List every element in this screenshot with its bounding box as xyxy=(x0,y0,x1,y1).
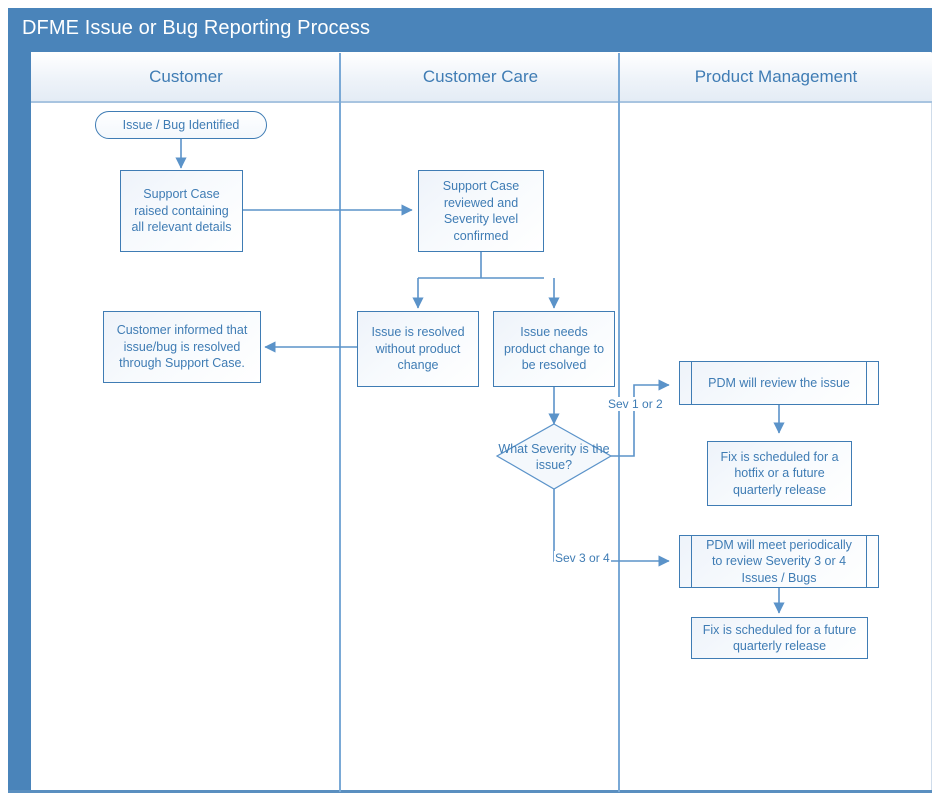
node-label: Support Case raised containing all relev… xyxy=(131,187,232,235)
node-label: PDM will review the issue xyxy=(708,375,850,390)
edge-label-sev-3-or-4: Sev 3 or 4 xyxy=(554,551,611,565)
node-fix-scheduled-hotfix[interactable]: Fix is scheduled for a hotfix or a futur… xyxy=(707,441,852,506)
subprocess-bar-left xyxy=(691,362,692,404)
left-accent-band xyxy=(8,52,31,792)
node-issue-resolved-without-change[interactable]: Issue is resolved without product change xyxy=(357,311,479,387)
lane-header-customer: Customer xyxy=(31,53,341,103)
node-label: Issue needs product change to be resolve… xyxy=(503,325,605,373)
node-customer-informed[interactable]: Customer informed that issue/bug is reso… xyxy=(103,311,261,383)
lane-divider-1 xyxy=(339,53,341,792)
node-label: What Severity is the issue? xyxy=(498,441,610,472)
node-severity-decision[interactable]: What Severity is the issue? xyxy=(497,424,611,489)
title-bar xyxy=(8,8,932,52)
lane-header-customer-care: Customer Care xyxy=(341,53,620,103)
node-label: PDM will meet periodically to review Sev… xyxy=(706,537,852,585)
lane-divider-2 xyxy=(618,53,620,792)
node-pdm-will-review-issue[interactable]: PDM will review the issue xyxy=(679,361,879,405)
node-pdm-meet-periodically[interactable]: PDM will meet periodically to review Sev… xyxy=(679,535,879,588)
subprocess-bar-right xyxy=(866,362,867,404)
node-label: Support Case reviewed and Severity level… xyxy=(442,179,520,243)
node-support-case-raised[interactable]: Support Case raised containing all relev… xyxy=(120,170,243,252)
node-label: Issue is resolved without product change xyxy=(371,325,465,373)
bottom-rule xyxy=(8,790,932,793)
node-label: Fix is scheduled for a future quarterly … xyxy=(702,622,857,654)
subprocess-bar-right xyxy=(866,536,867,587)
lane-header-label: Customer xyxy=(149,67,223,86)
node-label: Fix is scheduled for a hotfix or a futur… xyxy=(720,449,839,497)
lane-header-label: Customer Care xyxy=(422,67,539,86)
node-label: Customer informed that issue/bug is reso… xyxy=(116,323,248,371)
node-label: Issue / Bug Identified xyxy=(122,117,240,132)
node-issue-bug-identified[interactable]: Issue / Bug Identified xyxy=(95,111,267,139)
edge-label-sev-1-or-2: Sev 1 or 2 xyxy=(607,397,664,411)
subprocess-bar-left xyxy=(691,536,692,587)
lane-header-product-management: Product Management xyxy=(620,53,932,103)
node-support-case-reviewed[interactable]: Support Case reviewed and Severity level… xyxy=(418,170,544,252)
node-fix-scheduled-quarterly[interactable]: Fix is scheduled for a future quarterly … xyxy=(691,617,868,659)
node-issue-needs-product-change[interactable]: Issue needs product change to be resolve… xyxy=(493,311,615,387)
lane-header-label: Product Management xyxy=(694,67,858,86)
page-title: DFME Issue or Bug Reporting Process xyxy=(22,17,371,39)
